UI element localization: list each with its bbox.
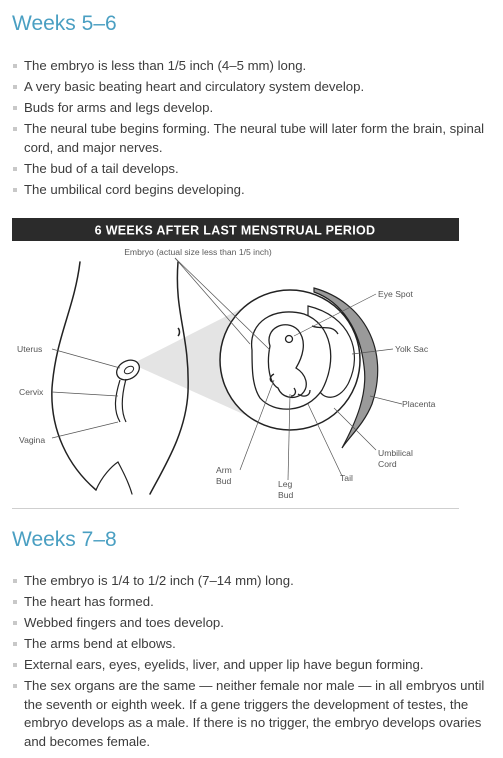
placenta-illustration [313,287,379,449]
label-cord: Cord [378,459,397,469]
embryo-caption: Embryo (actual size less than 1/5 inch) [124,247,272,257]
label-placenta: Placenta [402,399,436,409]
label-leg-bud: Bud [278,490,294,500]
label-leg: Leg [278,479,293,489]
label-cervix: Cervix [19,387,44,397]
bullet-square-icon [13,663,17,668]
list-item: The heart has formed. [12,593,492,612]
section-heading-weeks-5-6: Weeks 5–6 [12,12,117,35]
label-yolk-sac: Yolk Sac [395,344,429,354]
amniotic-sac [251,311,332,410]
list-item: Webbed fingers and toes develop. [12,614,492,633]
list-item: The arms bend at elbows. [12,635,492,654]
list-item: The umbilical cord begins developing. [12,181,492,200]
label-tail: Tail [340,473,353,483]
body-outline [51,261,189,495]
bullet-square-icon [13,85,17,90]
weeks-5-6-list: The embryo is less than 1/5 inch (4–5 mm… [12,57,492,202]
section-divider [12,508,459,509]
weeks-7-8-list: The embryo is 1/4 to 1/2 inch (7–14 mm) … [12,572,492,754]
list-item: The embryo is 1/4 to 1/2 inch (7–14 mm) … [12,572,492,591]
list-item: The bud of a tail develops. [12,160,492,179]
bullet-square-icon [13,64,17,68]
diagram-title: 6 WEEKS AFTER LAST MENSTRUAL PERIOD [95,224,376,238]
navel [177,327,181,337]
bullet-square-icon [13,642,17,647]
diagram-title-bar [12,218,459,241]
bullet-square-icon [13,127,17,132]
bullet-square-icon [13,621,17,626]
list-item: Buds for arms and legs develop. [12,99,492,118]
label-uterus: Uterus [17,344,42,354]
label-vagina: Vagina [19,435,45,445]
bullet-square-icon [13,579,17,583]
leader-lines [51,257,403,481]
bullet-square-icon [13,187,17,192]
embryo-illustration [267,324,339,399]
list-item: The neural tube begins forming. The neur… [12,120,492,157]
bullet-square-icon [13,106,17,111]
bullet-square-icon [13,166,17,171]
list-item: A very basic beating heart and circulato… [12,78,492,97]
label-umbilical: Umbilical [378,448,413,458]
label-arm-bud: Bud [216,476,232,486]
bullet-square-icon [13,684,17,689]
uterus-illustration [114,359,140,423]
label-eye-spot: Eye Spot [378,289,413,299]
list-item: The embryo is less than 1/5 inch (4–5 mm… [12,57,492,76]
embryo-diagram: 6 WEEKS AFTER LAST MENSTRUAL PERIOD Embr… [12,218,459,500]
section-heading-weeks-7-8: Weeks 7–8 [12,528,117,551]
list-item: External ears, eyes, eyelids, liver, and… [12,656,492,675]
list-item: The sex organs are the same — neither fe… [12,677,492,751]
label-arm: Arm [216,465,232,475]
bullet-square-icon [13,600,17,605]
